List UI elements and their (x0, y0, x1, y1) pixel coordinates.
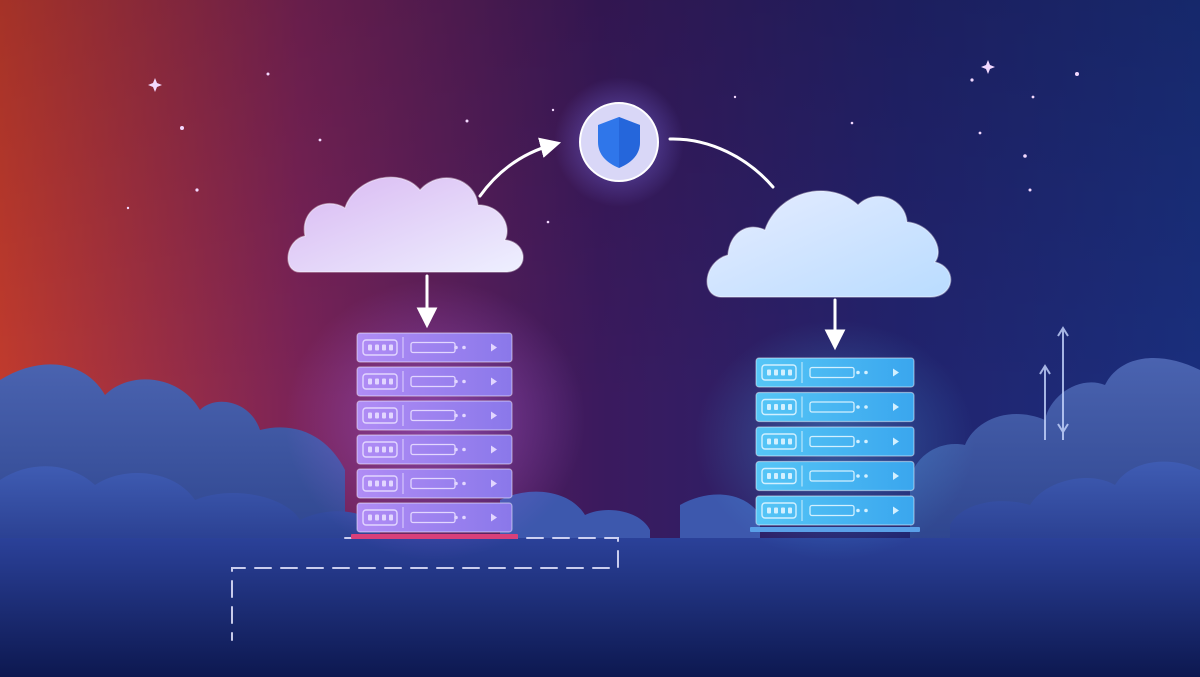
sparkle-icon (195, 188, 199, 192)
sparkle-icon (981, 60, 995, 74)
server-unit (755, 426, 915, 457)
cloud-icon (706, 190, 952, 298)
rack-base (351, 534, 518, 539)
server-rack-icon (351, 332, 518, 539)
sparkle-icon (465, 119, 469, 123)
sparkle-icon (126, 206, 130, 210)
server-unit (356, 366, 513, 397)
server-unit (755, 357, 915, 388)
sparkle-icon (546, 220, 550, 224)
server-unit (356, 468, 513, 499)
arrow-icon (478, 137, 562, 198)
sparkle-icon (551, 108, 555, 112)
ground (0, 538, 1200, 677)
server-unit (356, 502, 513, 533)
sparkle-icon (850, 121, 854, 125)
server-unit (356, 434, 513, 465)
sparkle-icon (733, 95, 737, 99)
server-unit (356, 400, 513, 431)
server-unit (755, 460, 915, 492)
server-rack-icon (750, 357, 920, 532)
sparkle-icon (978, 131, 982, 135)
rack-base (750, 527, 920, 532)
sparkle-icon (148, 78, 162, 92)
sparkle-icon (970, 78, 974, 82)
server-unit (755, 391, 915, 423)
migration-arc-right (668, 137, 775, 189)
cloud-icon (287, 176, 524, 273)
stars (126, 60, 1079, 224)
server-unit (356, 332, 513, 363)
security-badge (579, 102, 659, 182)
sparkle-icon (1023, 154, 1027, 158)
sparkle-icon (1031, 95, 1035, 99)
dashed-connection-line (231, 537, 619, 641)
sparkle-icon (318, 138, 322, 142)
sparkle-icon (266, 72, 270, 76)
transfer-indicator (1039, 326, 1069, 440)
sparkle-icon (1075, 72, 1079, 76)
sparkle-icon (1028, 188, 1032, 192)
sparkle-icon (180, 126, 184, 130)
server-unit (755, 495, 915, 526)
